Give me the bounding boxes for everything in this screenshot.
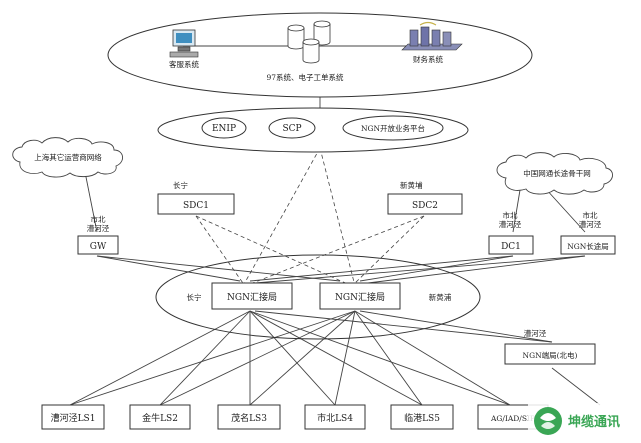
- ngnld-core1: [254, 255, 586, 284]
- gw-site-label-2: 漕河泾: [87, 223, 110, 233]
- enip-ellipse: [201, 117, 247, 139]
- gw-label: GW: [90, 242, 107, 252]
- dashed-sdc1-core2: [195, 215, 353, 287]
- core2-ls2: [159, 310, 356, 406]
- endoffice-ag: [551, 367, 601, 406]
- core1-box: [211, 282, 293, 310]
- ls4-box: [304, 404, 366, 430]
- watermark: 坤缆通讯: [528, 403, 641, 443]
- core1-ls1: [69, 310, 251, 406]
- gw-core2: [96, 255, 341, 282]
- endoffice-site-label: 漕河泾: [524, 328, 547, 338]
- core-right-site-label: 新黄浦: [429, 292, 452, 302]
- computer-icon: [169, 29, 199, 58]
- ngnld-box: [560, 235, 616, 255]
- cloud-right-to-ngnld: [544, 187, 586, 233]
- sdc2-label: SDC2: [412, 201, 438, 211]
- dc1-site-label-1: 市北: [503, 210, 518, 220]
- core2-ag: [354, 310, 511, 406]
- core2-ls5: [354, 310, 423, 406]
- ngnld-core2: [367, 255, 586, 284]
- customer-system-label: 客服系统: [169, 59, 199, 69]
- dashed-sdc2-core1: [244, 215, 425, 287]
- ls5-box: [390, 404, 454, 430]
- core1-ag: [249, 310, 511, 406]
- watermark-text: 坤缆通讯: [568, 414, 620, 429]
- gw-core1: [96, 255, 241, 282]
- gw-site-label-1: 市北: [91, 214, 106, 224]
- ls3-label: 茂名LS3: [231, 412, 267, 424]
- core2-box: [319, 282, 401, 310]
- watermark-logo-icon: [534, 407, 562, 435]
- sdc2-site-label: 新黄埔: [400, 180, 423, 190]
- ngn-platform-label: NGN开放业务平台: [361, 123, 425, 133]
- ls4-label: 市北LS4: [317, 412, 353, 424]
- finance-system-label: 财务系统: [413, 54, 443, 64]
- core2-endoffice: [359, 310, 553, 343]
- enip-label: ENIP: [212, 124, 236, 134]
- ls1-label: 漕河泾LS1: [51, 412, 96, 424]
- sdc1-label: SDC1: [183, 201, 209, 211]
- sdc2-box: [387, 193, 463, 215]
- sdc1-box: [157, 193, 235, 215]
- core1-ls5: [249, 310, 423, 406]
- core1-ls2: [159, 310, 251, 406]
- sdc1-site-label: 长宁: [173, 180, 188, 190]
- ngnld-site-label-1: 市北: [583, 210, 598, 220]
- scp-label: SCP: [282, 124, 301, 134]
- ls1-box: [41, 404, 105, 430]
- ls2-label: 金牛LS2: [142, 412, 178, 424]
- core2-ls3: [249, 310, 356, 406]
- top-system-main-label: 97系统、电子工单系统: [266, 72, 344, 82]
- cloud-left-icon: [12, 137, 123, 178]
- dashed-platform-core-left: [242, 147, 321, 287]
- scp-ellipse: [268, 117, 316, 139]
- ngnld-site-label-2: 漕河泾: [579, 219, 602, 229]
- dashed-sdc2-core2: [351, 215, 425, 287]
- gw-box: [77, 235, 119, 255]
- endoffice-label: NGN端局(北电): [523, 350, 578, 360]
- database-icon: [287, 20, 331, 64]
- dashed-sdc1-core1: [195, 215, 246, 287]
- cloud-right-icon: [496, 152, 613, 195]
- dc1-box: [488, 235, 534, 255]
- core-left-site-label: 长宁: [187, 292, 202, 302]
- core1-label: NGN汇接局: [227, 291, 277, 303]
- cloud-left-to-gw: [84, 171, 98, 233]
- ls3-box: [217, 404, 281, 430]
- dc1-core1: [249, 255, 514, 282]
- ls5-label: 临港LS5: [404, 412, 440, 424]
- dc1-label: DC1: [501, 242, 521, 252]
- core1-endoffice: [254, 310, 553, 343]
- endoffice-box: [504, 343, 596, 365]
- core2-ls4: [334, 310, 356, 406]
- cloud-right-label: 中国网通长途骨干网: [523, 168, 591, 178]
- cloud-left-label: 上海其它运营商网络: [34, 152, 102, 162]
- cloud-right-to-dc1: [512, 189, 521, 233]
- ls-row: 漕河泾LS1 金牛LS2 茂名LS3 市北LS4 临港LS5 AG/IAD/SI…: [41, 404, 549, 430]
- ag-label: AG/IAD/SIP: [490, 414, 535, 423]
- core2-label: NGN汇接局: [335, 291, 385, 303]
- core2-ls1: [69, 310, 356, 406]
- ngnld-label: NGN长途局: [567, 241, 609, 251]
- server-rack-icon: [401, 21, 463, 51]
- ngn-platform-ellipse: [342, 115, 444, 141]
- ls2-box: [129, 404, 191, 430]
- core-ellipse: [155, 254, 481, 340]
- core1-ls4: [249, 310, 336, 406]
- dc1-site-label-2: 漕河泾: [499, 219, 522, 229]
- dashed-platform-core-right: [319, 147, 356, 287]
